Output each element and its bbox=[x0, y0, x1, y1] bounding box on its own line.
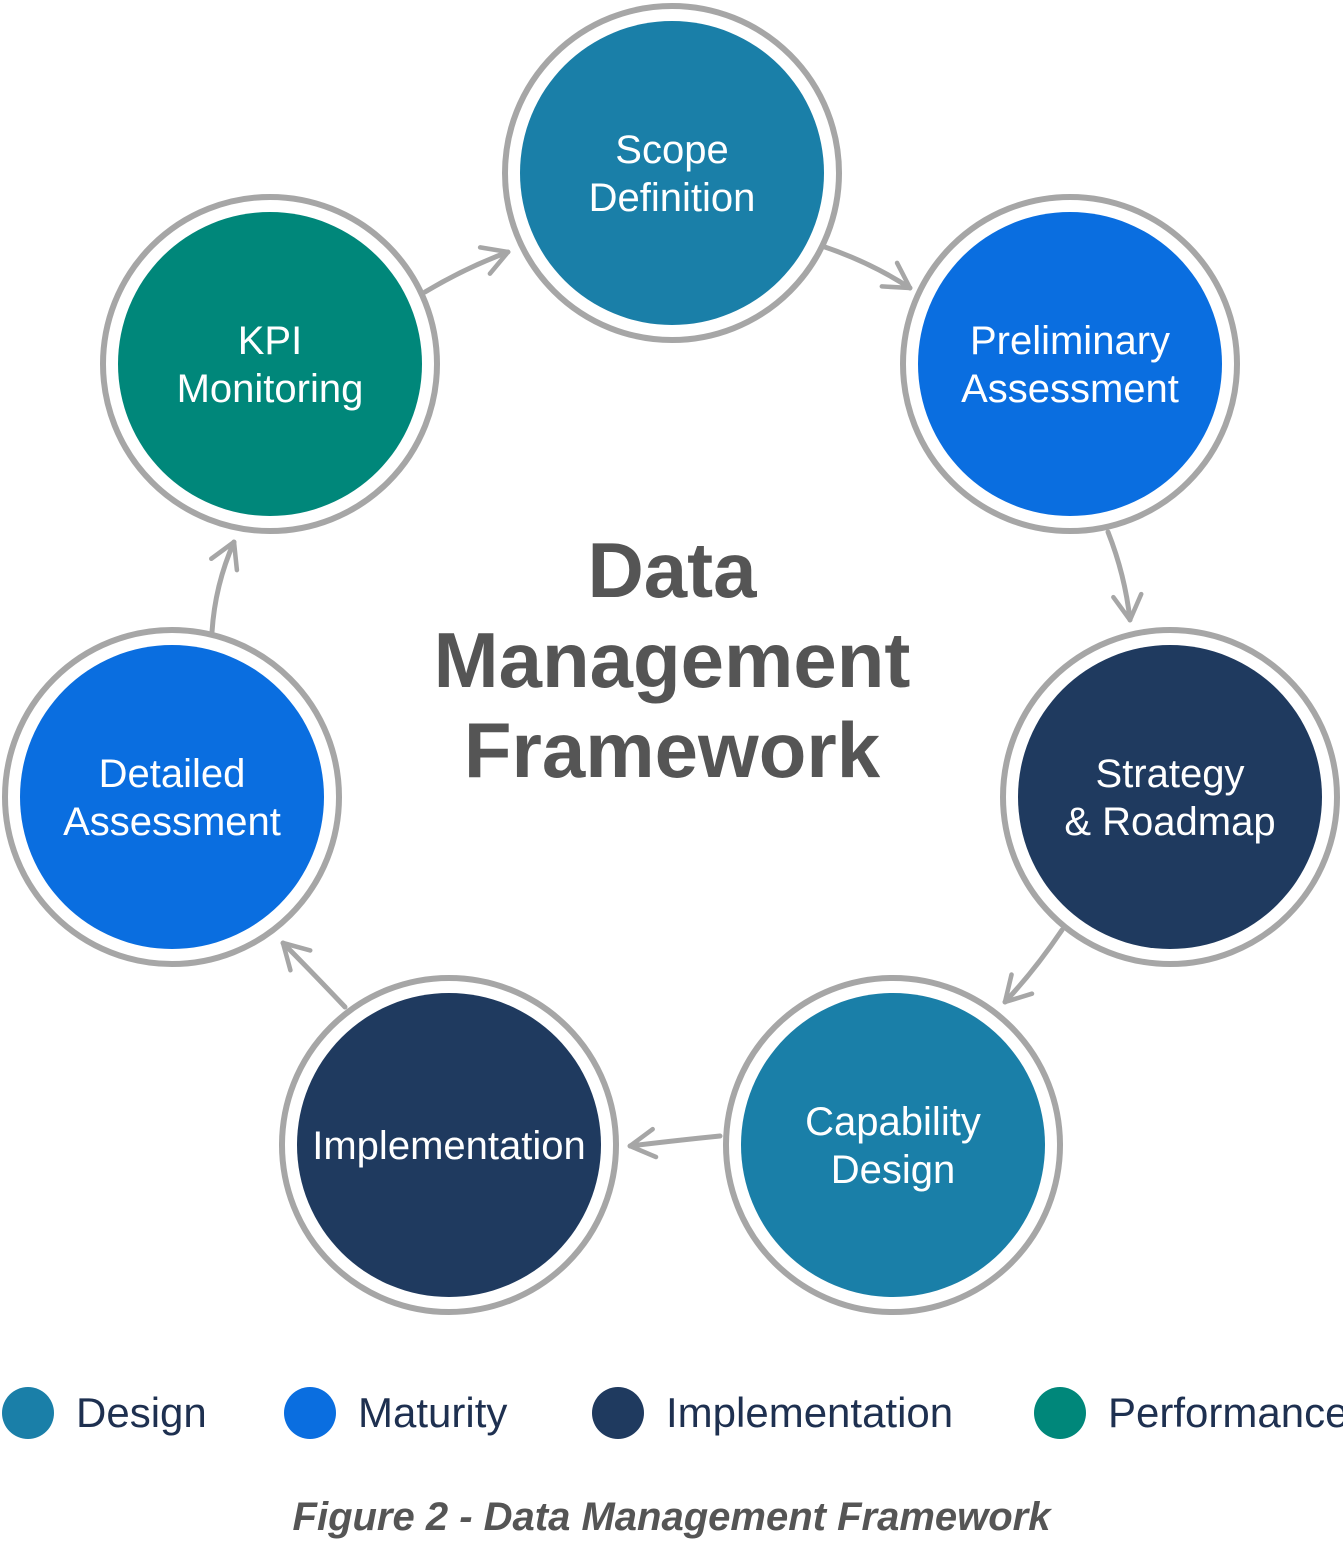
flow-arrows bbox=[209, 243, 1144, 1160]
legend-label-maturity: Maturity bbox=[358, 1389, 508, 1436]
node-label: Detailed bbox=[99, 752, 246, 796]
node-label: & Roadmap bbox=[1064, 800, 1275, 844]
node-strategy-roadmap: Strategy& Roadmap bbox=[1000, 627, 1340, 967]
legend-swatch-design bbox=[2, 1387, 54, 1439]
center-title-line: Management bbox=[434, 616, 911, 704]
node-label: Assessment bbox=[63, 800, 281, 844]
node-circle bbox=[520, 21, 824, 325]
node-label: KPI bbox=[238, 319, 302, 363]
node-label: Monitoring bbox=[177, 367, 364, 411]
legend-label-design: Design bbox=[76, 1389, 207, 1436]
flow-arrow bbox=[627, 1126, 723, 1160]
node-circle bbox=[118, 212, 422, 516]
node-label: Definition bbox=[589, 176, 756, 220]
node-label: Capability bbox=[805, 1100, 981, 1144]
cycle-nodes: ScopeDefinitionPreliminaryAssessmentStra… bbox=[2, 3, 1340, 1315]
node-circle bbox=[1018, 645, 1322, 949]
legend-swatch-performance bbox=[1034, 1387, 1086, 1439]
center-title-line: Data bbox=[587, 526, 757, 614]
legend-item-implementation: Implementation bbox=[592, 1383, 953, 1443]
node-label: Strategy bbox=[1096, 752, 1245, 796]
node-circle bbox=[918, 212, 1222, 516]
legend-label-performance: Performance bbox=[1108, 1389, 1343, 1436]
framework-cycle-diagram: ScopeDefinitionPreliminaryAssessmentStra… bbox=[2, 3, 1340, 1315]
flow-arrow bbox=[1105, 529, 1144, 623]
node-circle bbox=[297, 993, 601, 1297]
flow-arrow bbox=[422, 245, 511, 295]
node-implementation: Implementation bbox=[279, 975, 619, 1315]
node-label: Design bbox=[831, 1148, 956, 1192]
flow-arrow bbox=[209, 539, 240, 635]
legend-label-implementation: Implementation bbox=[666, 1389, 954, 1436]
node-label: Implementation bbox=[312, 1124, 585, 1168]
center-title-line: Framework bbox=[464, 706, 881, 794]
legend-swatch-implementation bbox=[592, 1387, 644, 1439]
legend-item-performance: Performance bbox=[1034, 1383, 1343, 1443]
node-circle bbox=[20, 645, 324, 949]
legend-item-maturity: Maturity bbox=[284, 1383, 507, 1443]
flow-arrow bbox=[819, 243, 913, 291]
flow-arrow bbox=[1002, 927, 1065, 1005]
node-circle bbox=[741, 993, 1045, 1297]
flow-arrow bbox=[280, 940, 348, 1010]
node-label: Assessment bbox=[961, 367, 1179, 411]
node-label: Scope bbox=[615, 128, 728, 172]
legend: Design Maturity Implementation Performan… bbox=[0, 1383, 1343, 1443]
figure-caption: Figure 2 - Data Management Framework bbox=[292, 1495, 1051, 1539]
legend-item-design: Design bbox=[2, 1383, 207, 1443]
legend-swatch-maturity bbox=[284, 1387, 336, 1439]
node-label: Preliminary bbox=[970, 319, 1170, 363]
